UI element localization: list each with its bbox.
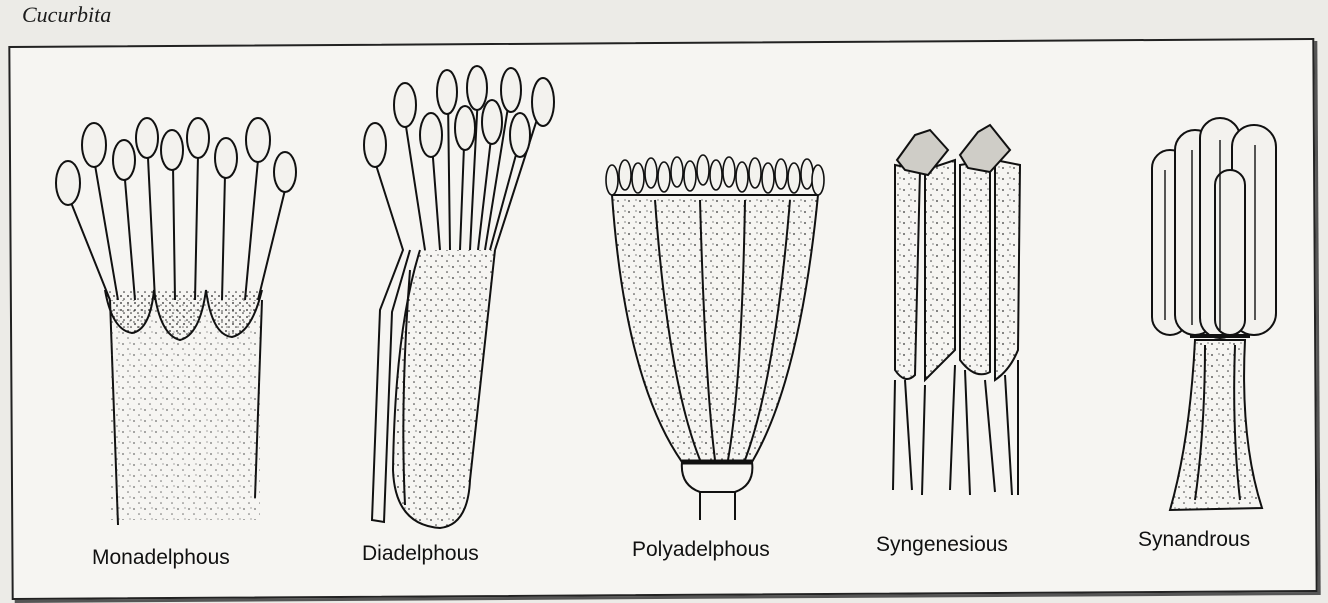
synandrous-figure: [1152, 118, 1276, 510]
diadelphous-figure: [364, 66, 554, 528]
label-monadelphous: Monadelphous: [92, 546, 230, 570]
label-synandrous: Synandrous: [1138, 528, 1250, 552]
monadelphous-figure: [56, 118, 296, 525]
label-syngenesious: Syngenesious: [876, 533, 1008, 557]
label-diadelphous: Diadelphous: [362, 542, 479, 566]
polyadelphous-figure: [606, 155, 824, 520]
label-polyadelphous: Polyadelphous: [632, 538, 770, 562]
syngenesious-figure: [893, 125, 1020, 495]
